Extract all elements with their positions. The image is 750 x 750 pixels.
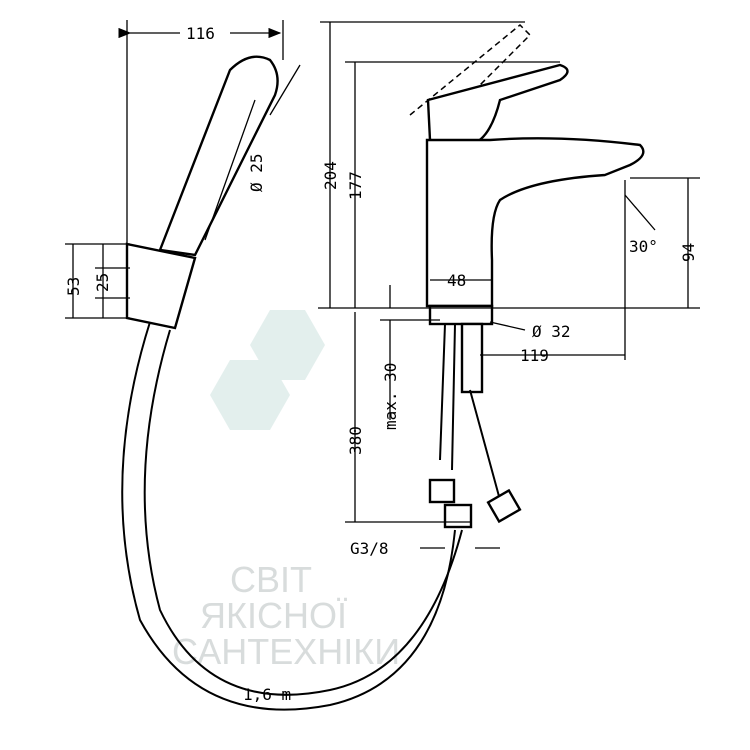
dim-max-thickness: max. 30 [381,363,400,430]
dim-spout-clearance: 94 [679,243,698,262]
shower-hose [121,321,456,711]
dim-base-diameter: Ø 32 [532,322,571,341]
dim-spout-height: 177 [346,171,365,200]
faucet [409,23,645,529]
watermark-line1: СВІТ [230,559,312,600]
dim-spout-angle: 30° [629,237,658,256]
dim-total-height: 204 [321,161,340,190]
dim-holder-height: 53 [64,277,83,296]
watermark-line2: ЯКІСНОЇ [200,595,347,636]
dim-hose-length: 1,6 m [243,685,291,704]
watermark-logo [210,310,325,430]
dim-shower-diameter: Ø 25 [247,153,266,192]
hand-shower [158,55,279,257]
dim-shower-length: 116 [186,24,215,43]
dim-supply-hose-length: 380 [346,426,365,455]
dim-holder-inner: 25 [93,273,112,292]
dim-thread: G3/8 [350,539,389,558]
dimension-lines [65,20,700,549]
wall-holder [125,242,197,330]
dim-reach: 119 [520,346,549,365]
watermark-line3: САНТЕХНІКИ [172,631,400,672]
dim-body-width: 48 [447,271,466,290]
